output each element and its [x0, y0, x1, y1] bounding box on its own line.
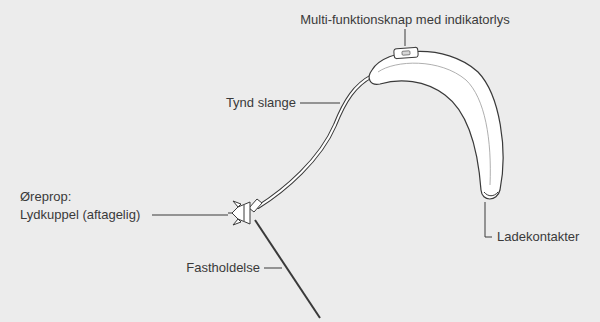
part-label: Multi-funktionsknap med indikatorlys: [300, 12, 510, 28]
part-label: Tynd slange: [226, 95, 296, 111]
charging-contacts: [484, 192, 498, 196]
dome-petal: [228, 213, 232, 214]
dome-petal: [233, 219, 241, 225]
button-outline: [394, 47, 419, 59]
leader-line: [300, 103, 340, 104]
part-label: Ladekontakter: [497, 229, 579, 245]
part-label: Øreprop:: [20, 189, 71, 205]
retention-line: [255, 220, 320, 318]
part-label: Lydkuppel (aftagelig): [20, 207, 140, 223]
body-seam: [378, 63, 490, 185]
dome-petal: [233, 201, 241, 207]
leader-line: [485, 202, 492, 237]
dome-rib: [244, 205, 245, 221]
indicator-light: [402, 51, 410, 56]
leader-line: [264, 268, 282, 269]
ear-dome: [228, 201, 250, 225]
multi-function-button: [394, 47, 419, 59]
leader-line: [152, 215, 228, 216]
dome-body: [232, 202, 250, 224]
leader-line: [405, 29, 406, 46]
tube-connector: [249, 199, 262, 212]
part-label: Fastholdelse: [186, 260, 260, 276]
hearing-aid-body: [369, 51, 503, 199]
